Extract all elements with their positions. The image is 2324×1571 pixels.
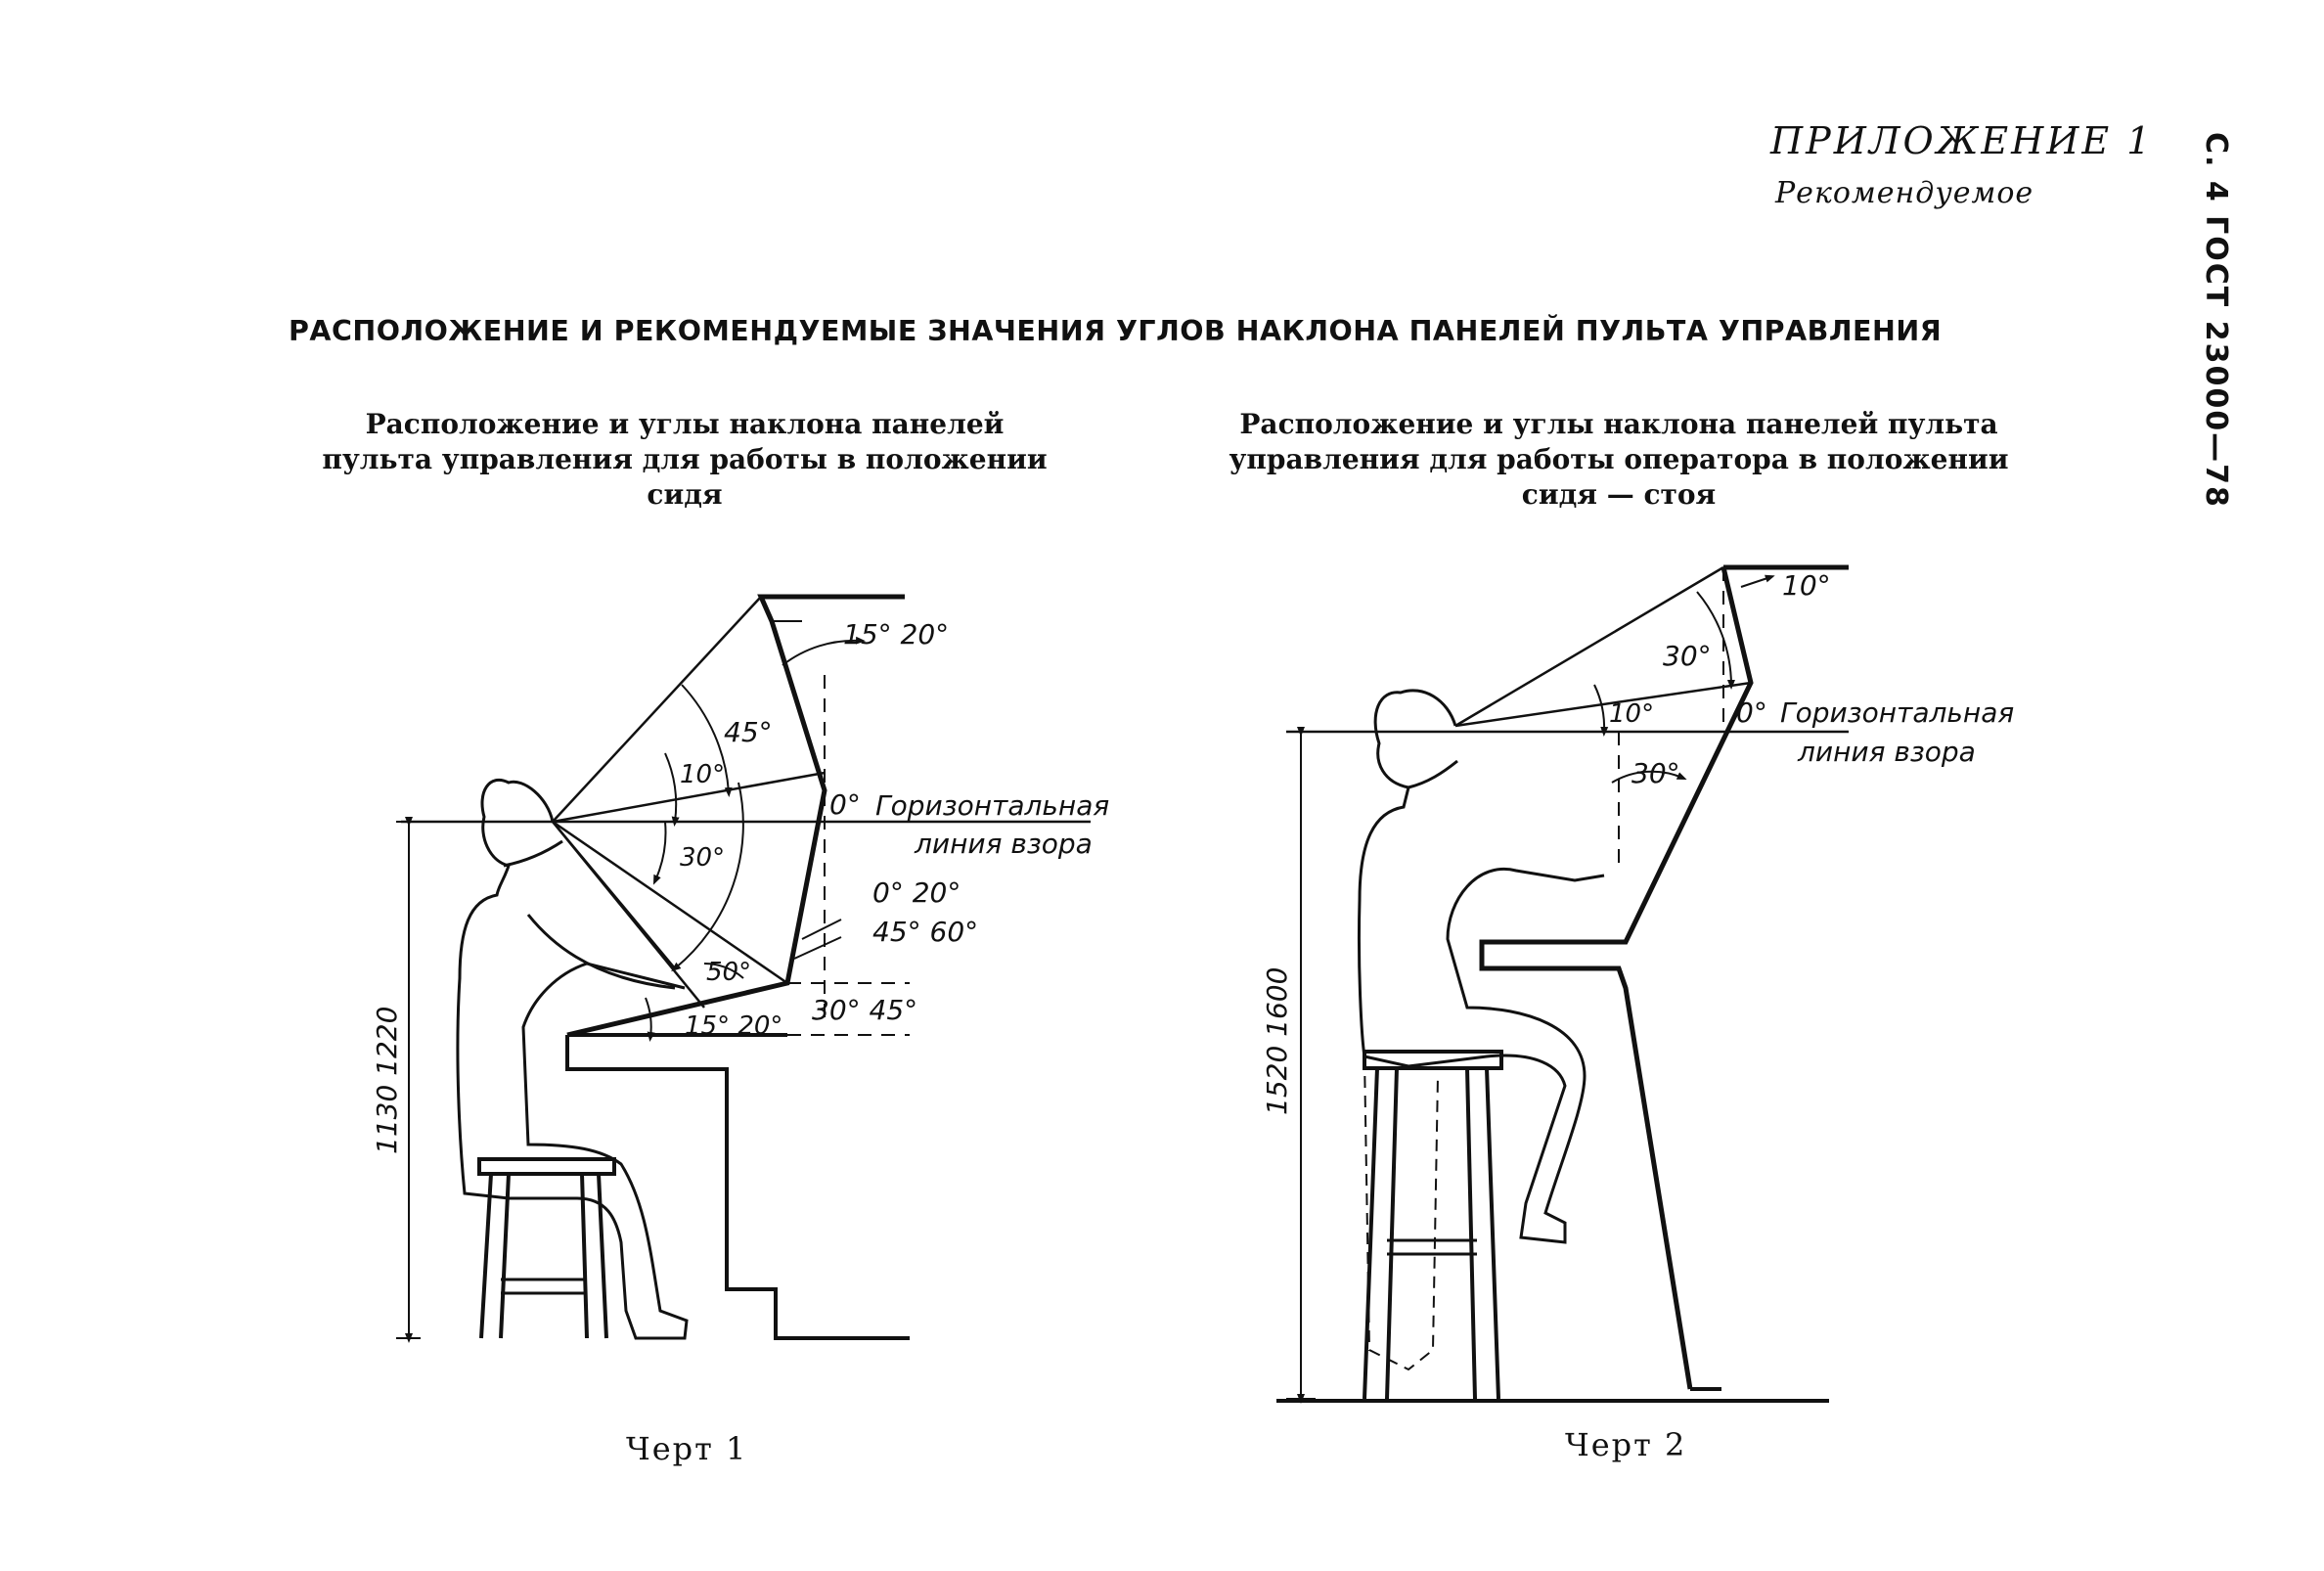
figure1-angle-50: 50° [706, 958, 751, 987]
standard-page-code: С. 4 ГОСТ 23000—78 [2199, 132, 2233, 509]
figure1-drawing [396, 594, 1091, 1343]
figure2-subtitle: Расположение и углы наклона панелей пуль… [1229, 408, 2009, 511]
page-title: РАСПОЛОЖЕНИЕ И РЕКОМЕНДУЕМЫЕ ЗНАЧЕНИЯ УГ… [289, 315, 1943, 347]
figure1-angle-arcs [645, 636, 866, 1042]
figure1-dashed-guides [787, 675, 910, 1036]
figure2-horizon-label-1: Горизонтальная [1780, 696, 2014, 729]
figure2-tall-stool [1363, 1050, 1503, 1400]
figure2-angle-30-lower: 30° [1631, 757, 1680, 789]
figure1-dimension-label: 1130 1220 [371, 1007, 403, 1154]
figure2-angle-30-upper: 30° [1663, 640, 1712, 672]
figure2-view-rays [1454, 565, 1752, 728]
figure1-view-rays [552, 596, 826, 1009]
figure1-angle-10: 10° [680, 760, 725, 789]
recommended-label: Рекомендуемое [1775, 176, 2034, 210]
figure2-labels: 10° 30° 10° 0° Горизонтальная линия взор… [1261, 569, 2014, 1115]
figure2-horizon-label-2: линия взора [1797, 736, 1976, 768]
figure1-angle-45: 45° [724, 716, 773, 748]
figure1-horizon-label-1: Горизонтальная [875, 789, 1109, 822]
figure1-seated-operator [456, 779, 689, 1340]
figure1-angle-30-45: 30° 45° [812, 994, 917, 1026]
figure1-angle-0-20: 0° 20° [872, 876, 961, 909]
figure1-angle-30: 30° [680, 843, 725, 873]
figure2-operator [1357, 689, 1605, 1371]
figure1-stool [477, 1157, 616, 1339]
figure1-subtitle: Расположение и углы наклона панелей пуль… [322, 408, 1048, 511]
appendix-label: ПРИЛОЖЕНИЕ 1 [1770, 119, 2154, 162]
figure2-console [1479, 564, 1849, 1391]
figure1-angle-45-60: 45° 60° [872, 916, 978, 948]
figure2-angle-10-inner: 10° [1609, 699, 1654, 729]
figure1-dimension-line [396, 817, 421, 1343]
figure2-drawing [1276, 564, 1849, 1404]
figure2-angle-arcs [1593, 574, 1775, 784]
figure2-dashed-guides [1618, 567, 1724, 871]
figure1-caption: Черт 1 [626, 1430, 748, 1467]
figure2-angle-10-top: 10° [1782, 569, 1831, 602]
figure1-angle-15-20-bottom: 15° 20° [685, 1011, 782, 1041]
figure2-angle-0: 0° [1736, 696, 1767, 729]
figure1-angle-15-20: 15° 20° [843, 618, 949, 651]
figure1-console [565, 594, 910, 1340]
figure1-angle-0: 0° [829, 788, 861, 821]
figure2-dimension-label: 1520 1600 [1261, 967, 1293, 1115]
figure1-horizon-label-2: линия взора [914, 828, 1093, 860]
figure2-caption: Черт 2 [1565, 1426, 1687, 1463]
figure1-labels: 15° 20° 45° 10° 0° 30° Горизонтальная ли… [371, 618, 1109, 1154]
